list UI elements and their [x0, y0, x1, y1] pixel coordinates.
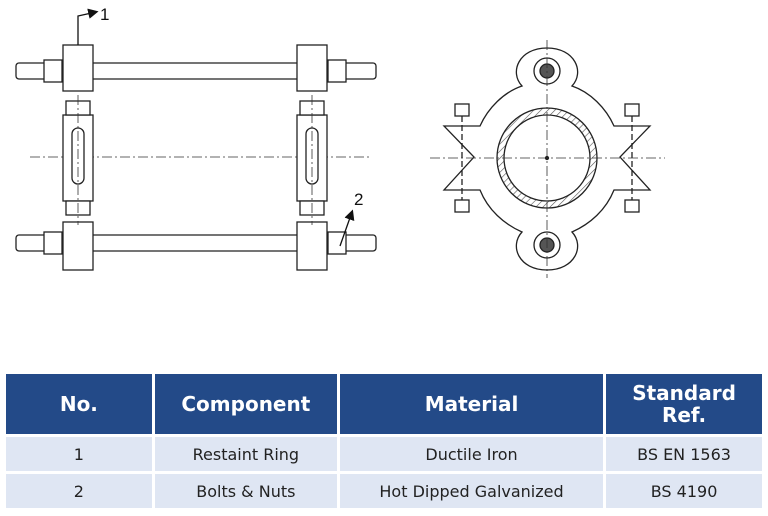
header-no: No.: [6, 374, 152, 434]
cell-component: Bolts & Nuts: [154, 474, 337, 508]
cell-no: 1: [6, 437, 152, 471]
table-header-row: No. Component Material Standard Ref.: [6, 374, 762, 434]
callout-1-label: 1: [100, 5, 109, 24]
front-view: [430, 40, 665, 278]
cell-standard-ref: BS EN 1563: [606, 437, 762, 471]
spec-table: No. Component Material Standard Ref. 1 R…: [3, 371, 765, 511]
header-component: Component: [154, 374, 337, 434]
cell-material: Ductile Iron: [339, 437, 604, 471]
callout-2-label: 2: [354, 190, 363, 209]
side-view: [15, 44, 377, 271]
cell-component: Restaint Ring: [154, 437, 337, 471]
table-row: 2 Bolts & Nuts Hot Dipped Galvanized BS …: [6, 474, 762, 508]
cell-standard-ref: BS 4190: [606, 474, 762, 508]
header-standard-ref: Standard Ref.: [606, 374, 762, 434]
table-row: 1 Restaint Ring Ductile Iron BS EN 1563: [6, 437, 762, 471]
cell-no: 2: [6, 474, 152, 508]
callout-1: 1: [77, 5, 109, 45]
technical-drawing: 1 2: [15, 5, 665, 278]
header-material: Material: [339, 374, 604, 434]
callout-2: 2: [339, 190, 363, 247]
cell-material: Hot Dipped Galvanized: [339, 474, 604, 508]
